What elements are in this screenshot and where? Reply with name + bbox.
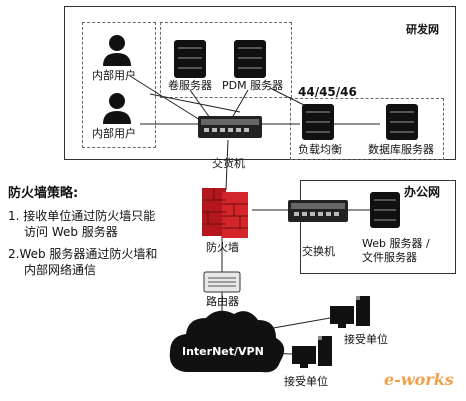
office-network-title: 办公网	[404, 185, 441, 199]
server-icon	[386, 104, 418, 140]
rd-network-title: 研发网	[406, 23, 439, 36]
server-icon	[174, 40, 206, 78]
db-server-label: 数据库服务器	[368, 143, 434, 156]
servers-group	[160, 22, 292, 98]
server-icon	[370, 192, 400, 228]
workstation-icon	[330, 296, 370, 328]
cloud-icon	[169, 310, 285, 373]
firewall-icon	[202, 188, 248, 238]
server-icon	[302, 104, 334, 140]
load-balancer-label: 负载均衡	[298, 143, 342, 156]
strategy-title: 防火墙策略:	[8, 186, 79, 201]
web-server-label: Web 服务器 /	[362, 237, 430, 250]
user-icon	[103, 93, 131, 124]
receiver-label: 接受单位	[344, 333, 388, 346]
switch-icon	[288, 200, 348, 222]
firewall-label: 防火墙	[206, 241, 239, 254]
server-icon	[234, 40, 266, 78]
rd-network-zone	[64, 6, 456, 160]
watermark-logo: e-works	[384, 370, 454, 389]
router-icon	[203, 271, 241, 293]
pdm-server-label: PDM 服务器	[222, 79, 284, 92]
rd-switch-label: 交货机	[212, 157, 245, 170]
volume-server-label: 卷服务器	[168, 79, 212, 92]
switch-icon	[198, 116, 262, 138]
strategy-item-2: 2.Web 服务器通过防火墙和	[8, 247, 158, 261]
strategy-item-1-cont: 访问 Web 服务器	[24, 225, 118, 239]
internet-label: InterNet/VPN	[182, 345, 264, 358]
web-server-label: 文件服务器	[362, 251, 417, 264]
strategy-item-2-cont: 内部网络通信	[24, 263, 97, 277]
link-user-cross	[149, 93, 241, 113]
office-network-zone	[300, 180, 456, 274]
internal-user-label: 内部用户	[92, 69, 136, 82]
lb-db-group	[290, 98, 444, 160]
lb-ports-label: 44/45/46	[298, 85, 357, 99]
receiver-label: 接受单位	[284, 375, 328, 388]
link-user1-switch	[129, 75, 201, 121]
strategy-item-1: 1. 接收单位通过防火墙只能	[8, 209, 156, 223]
link-switch-firewall	[225, 139, 229, 191]
workstation-icon	[292, 336, 332, 368]
strategy-block: 防火墙策略: 1. 接收单位通过防火墙只能 访问 Web 服务器 2.Web 服…	[8, 186, 157, 278]
office-switch-label: 交换机	[302, 245, 335, 258]
link-pdm-switch	[231, 89, 249, 119]
user-icon	[103, 35, 131, 66]
internal-users-group	[82, 22, 156, 148]
internal-user-label: 内部用户	[92, 127, 136, 140]
router-label: 路由器	[206, 295, 239, 308]
